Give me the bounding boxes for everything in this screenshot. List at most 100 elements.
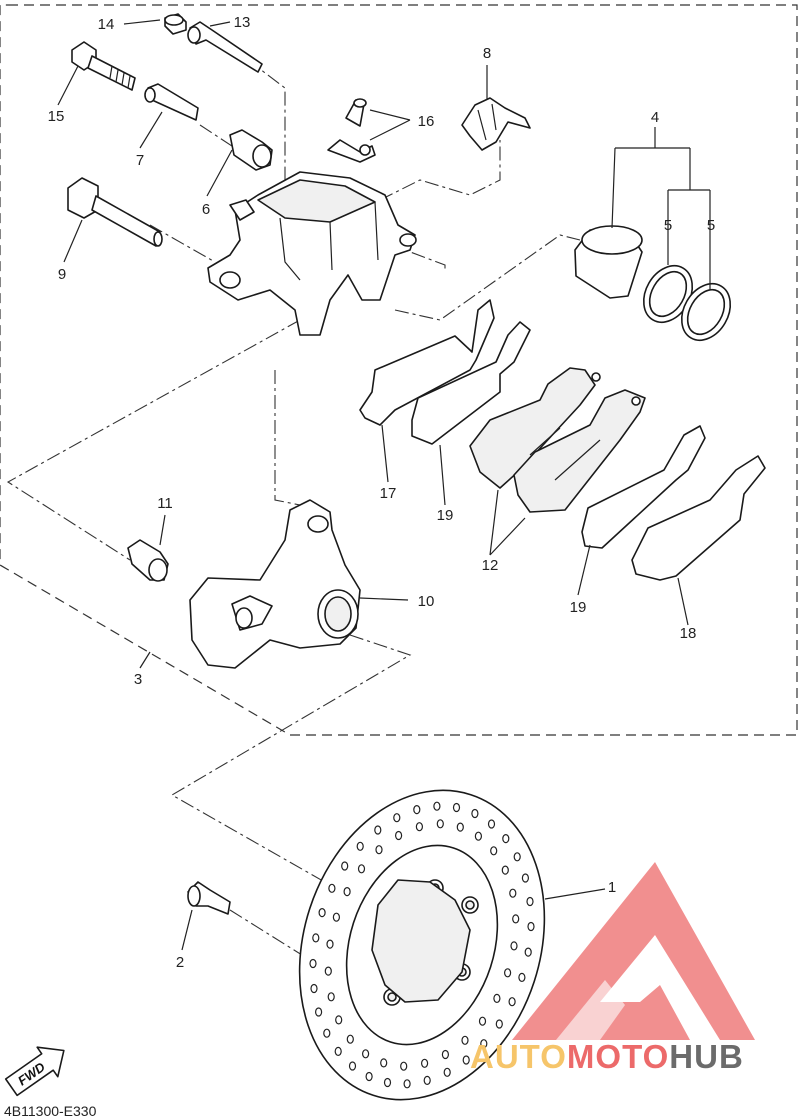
disc-hole xyxy=(441,1049,449,1060)
caliper-assembly-boundary xyxy=(0,4,798,736)
watermark-logo xyxy=(512,862,755,1040)
part-13-pad-pin xyxy=(187,21,263,73)
disc-hole xyxy=(309,958,317,969)
part-5-seals xyxy=(642,264,732,342)
watermark-triangle xyxy=(512,862,755,1040)
part-1-brake-disc xyxy=(298,789,546,1101)
disc-hole xyxy=(415,822,423,832)
disc-hole xyxy=(452,802,461,813)
leader-lines xyxy=(57,19,711,951)
part-15-bolt xyxy=(71,41,136,91)
part-19-shim-upper xyxy=(411,321,531,445)
disc-hole xyxy=(312,933,320,943)
disc-hole xyxy=(341,861,349,871)
disc-hole xyxy=(501,865,509,875)
disc-hole xyxy=(462,1055,470,1065)
disc-hole xyxy=(513,852,521,862)
callout-17: 17 xyxy=(380,485,397,502)
disc-hole xyxy=(518,972,526,983)
callout-6: 6 xyxy=(202,201,210,218)
part-11-boot xyxy=(127,539,169,582)
callout-12: 12 xyxy=(482,557,499,574)
callout-14: 14 xyxy=(98,16,115,33)
disc-hole xyxy=(524,947,532,957)
disc-hole xyxy=(362,1049,370,1059)
disc-bolt-hole-inner xyxy=(387,992,397,1002)
disc-hole xyxy=(332,912,340,922)
disc-hole xyxy=(365,1071,373,1082)
callout-11: 11 xyxy=(157,495,173,512)
disc-hole xyxy=(493,993,501,1004)
disc-hole xyxy=(512,914,520,924)
disc-hole xyxy=(383,1077,392,1088)
disc-hole xyxy=(326,939,334,949)
disc-hole xyxy=(356,841,364,851)
disc-hole xyxy=(527,921,535,932)
part-19-shim-lower xyxy=(581,425,706,549)
disc-hole xyxy=(421,1058,429,1068)
drawing-code: 4B11300-E330 xyxy=(4,1103,97,1119)
callout-19a: 19 xyxy=(437,507,454,524)
disc-hole xyxy=(471,808,479,819)
disc-hole xyxy=(395,830,403,841)
disc-hole xyxy=(348,1061,357,1071)
disc-hole xyxy=(456,822,464,832)
disc-hole xyxy=(327,992,335,1002)
callout-18: 18 xyxy=(680,625,697,642)
disc-hole xyxy=(403,1079,411,1089)
disc-hole xyxy=(433,801,441,811)
caliper-body xyxy=(207,171,417,336)
part-10-bracket xyxy=(189,499,361,669)
part-16-bleed-screw xyxy=(327,98,376,163)
disc-hole xyxy=(478,1016,487,1026)
disc-hole xyxy=(480,1039,488,1049)
callout-7: 7 xyxy=(136,152,144,169)
disc-hole xyxy=(510,941,518,951)
disc-hole xyxy=(443,1067,451,1077)
disc-hole xyxy=(318,907,326,918)
callout-3: 3 xyxy=(134,671,142,688)
disc-bolt-hole-inner xyxy=(465,900,475,910)
disc-hole xyxy=(357,864,366,874)
part-6-boot xyxy=(229,129,273,171)
disc-hole xyxy=(315,1007,323,1017)
disc-hole xyxy=(346,1034,354,1044)
disc-hole xyxy=(436,819,444,829)
disc-hole xyxy=(324,966,332,976)
disc-hole xyxy=(413,804,421,815)
disc-hole xyxy=(343,886,351,897)
disc-hole xyxy=(375,845,383,855)
callout-5b: 5 xyxy=(707,217,715,234)
callout-8: 8 xyxy=(483,45,491,62)
disc-hole xyxy=(508,997,516,1007)
disc-hole xyxy=(310,983,318,994)
part-7-slide-pin xyxy=(144,83,199,121)
disc-hole xyxy=(374,825,382,835)
part-9-bolt xyxy=(67,177,163,247)
part-12-brake-pads xyxy=(469,367,646,513)
part-14-cap xyxy=(164,13,187,35)
disc-hole xyxy=(335,1015,343,1025)
disc-hole xyxy=(323,1028,331,1038)
disc-hole xyxy=(334,1046,342,1057)
disc-hole xyxy=(474,831,482,841)
disc-hole xyxy=(521,873,530,883)
disc-hole xyxy=(495,1019,503,1029)
callout-13: 13 xyxy=(234,14,251,31)
callout-1: 1 xyxy=(608,879,616,896)
disc-hole xyxy=(502,833,510,844)
disc-hole xyxy=(526,896,534,907)
callout-5a: 5 xyxy=(664,217,672,234)
disc-hole xyxy=(461,1035,469,1045)
watermark-brand-hub: HUB xyxy=(669,1038,744,1075)
disc-hole xyxy=(504,968,512,978)
callout-4: 4 xyxy=(651,109,659,126)
callout-2: 2 xyxy=(176,954,184,971)
part-2-disc-bolt xyxy=(187,881,231,915)
disc-hole xyxy=(393,813,401,823)
disc-hole xyxy=(490,846,498,856)
part-8-pad-spring xyxy=(461,97,531,151)
disc-hole xyxy=(423,1075,431,1086)
disc-hole xyxy=(487,819,496,829)
